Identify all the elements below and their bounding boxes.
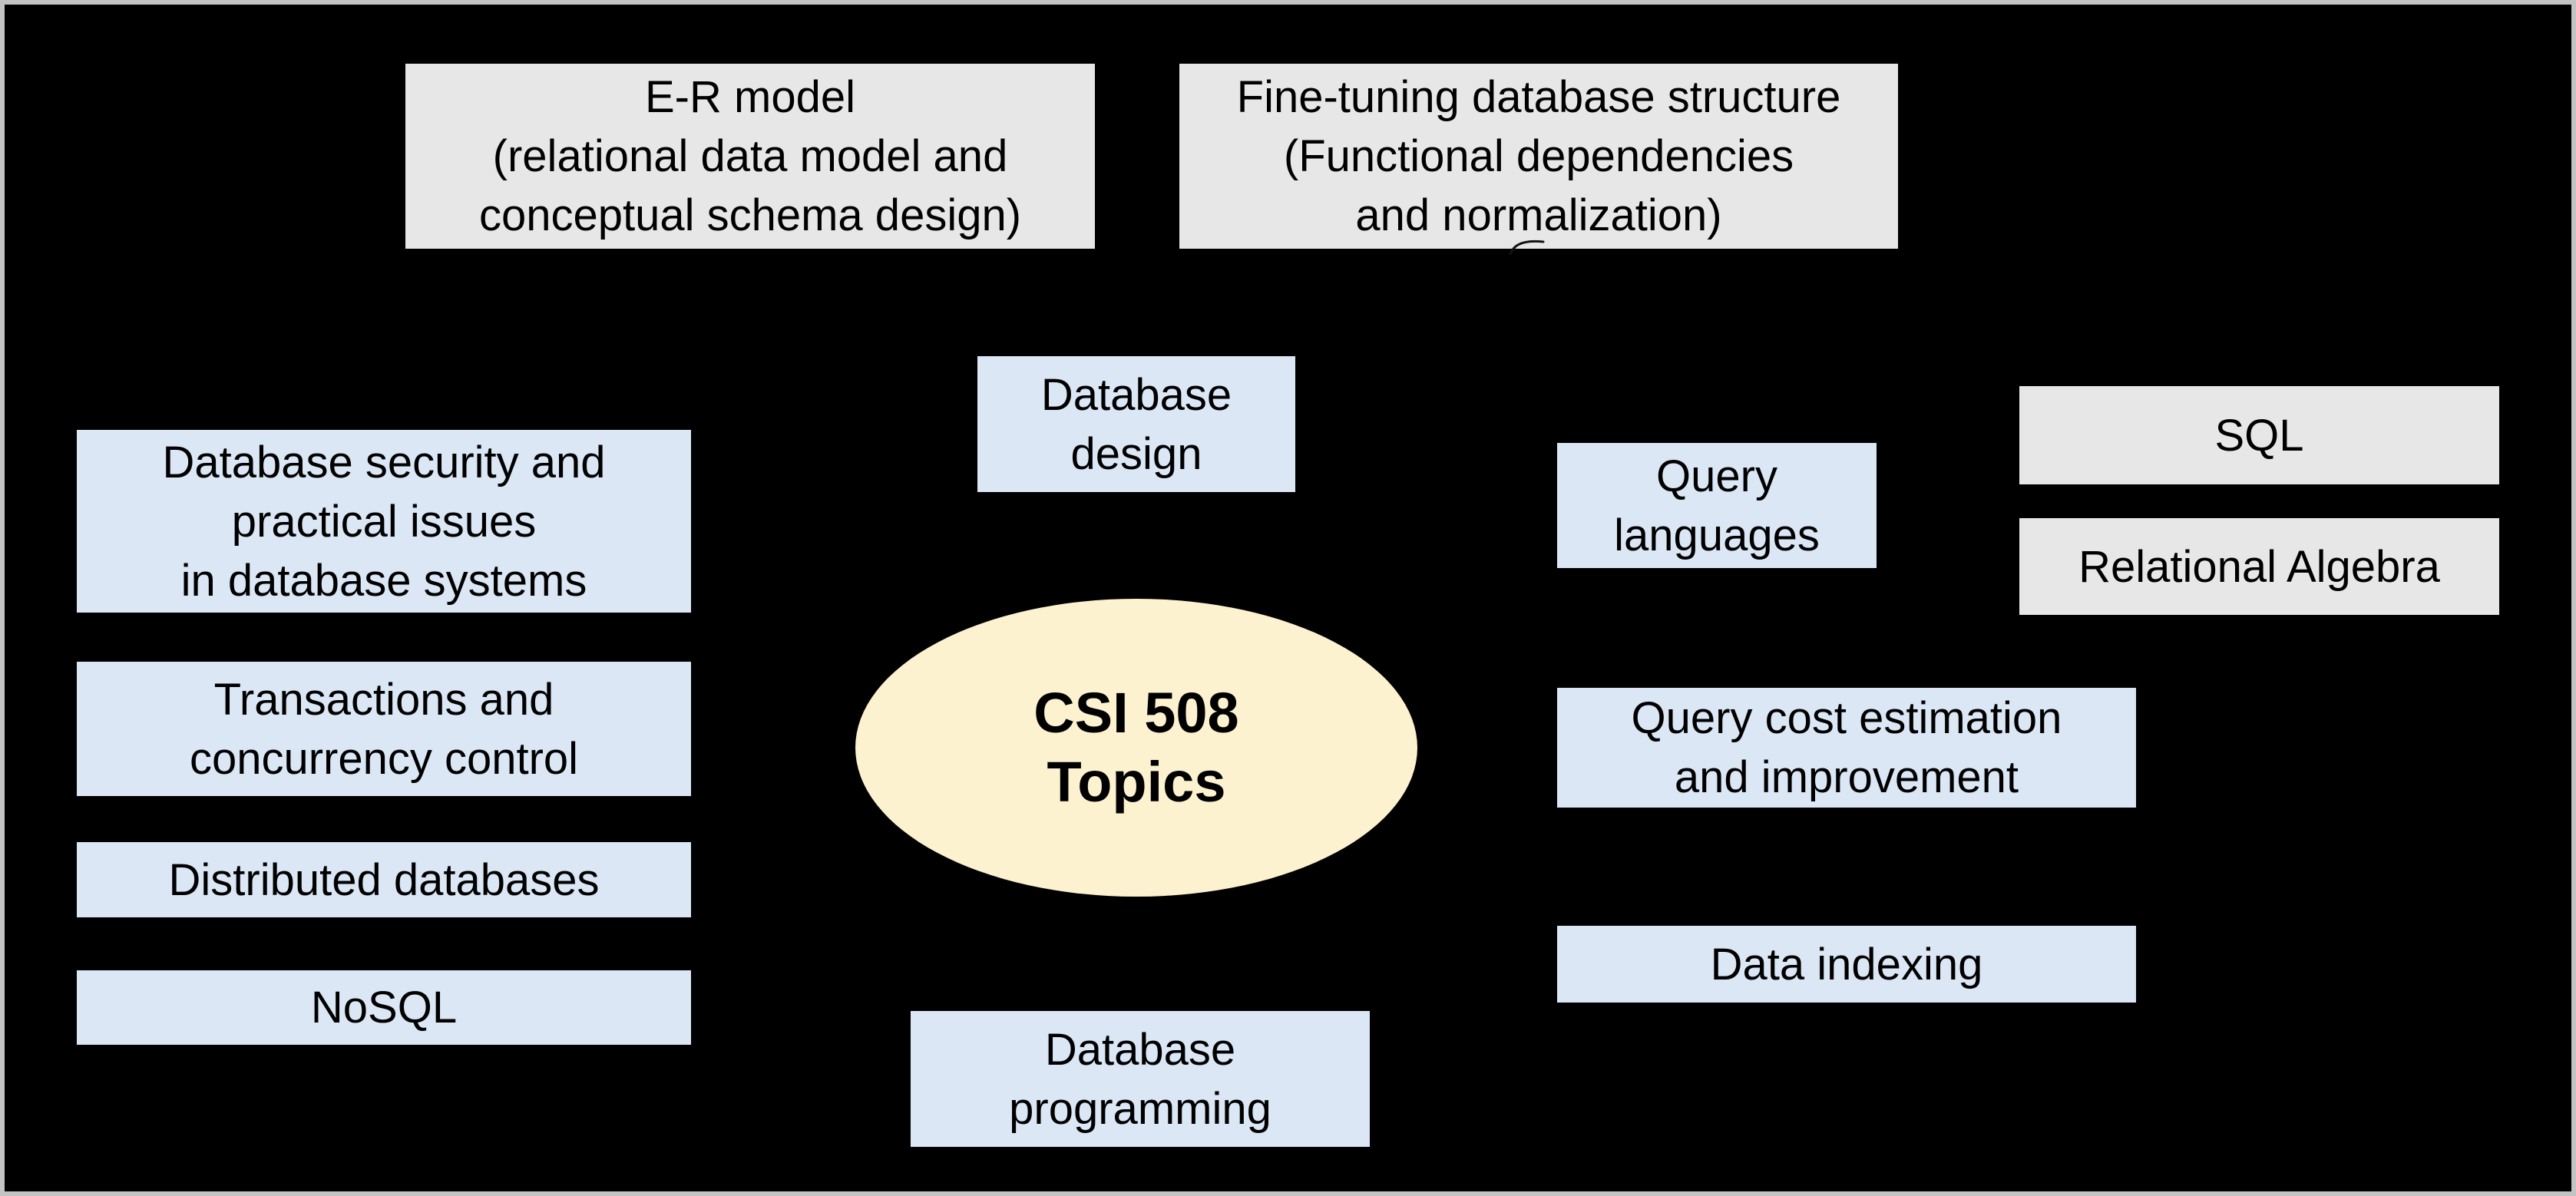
topic-box-query-languages: Query languages	[1557, 443, 1877, 568]
topic-box-data-indexing: Data indexing	[1557, 926, 2136, 1003]
topic-box-sql: SQL	[2019, 386, 2499, 484]
topic-box-database-design: Database design	[977, 356, 1295, 492]
topic-box-nosql: NoSQL	[77, 970, 691, 1045]
topic-box-database-security: Database security and practical issues i…	[77, 430, 691, 613]
stray-curve-mark	[1509, 240, 1545, 256]
topic-box-er-model: E-R model (relational data model and con…	[405, 64, 1095, 249]
topic-box-relational-algebra: Relational Algebra	[2019, 518, 2499, 615]
topic-box-database-programming: Database programming	[911, 1011, 1370, 1147]
topic-box-fine-tuning: Fine-tuning database structure (Function…	[1179, 64, 1898, 249]
center-ellipse: CSI 508 Topics	[855, 599, 1417, 897]
topic-box-distributed-databases: Distributed databases	[77, 842, 691, 917]
topic-box-query-cost: Query cost estimation and improvement	[1557, 688, 2136, 808]
topic-box-transactions: Transactions and concurrency control	[77, 662, 691, 796]
